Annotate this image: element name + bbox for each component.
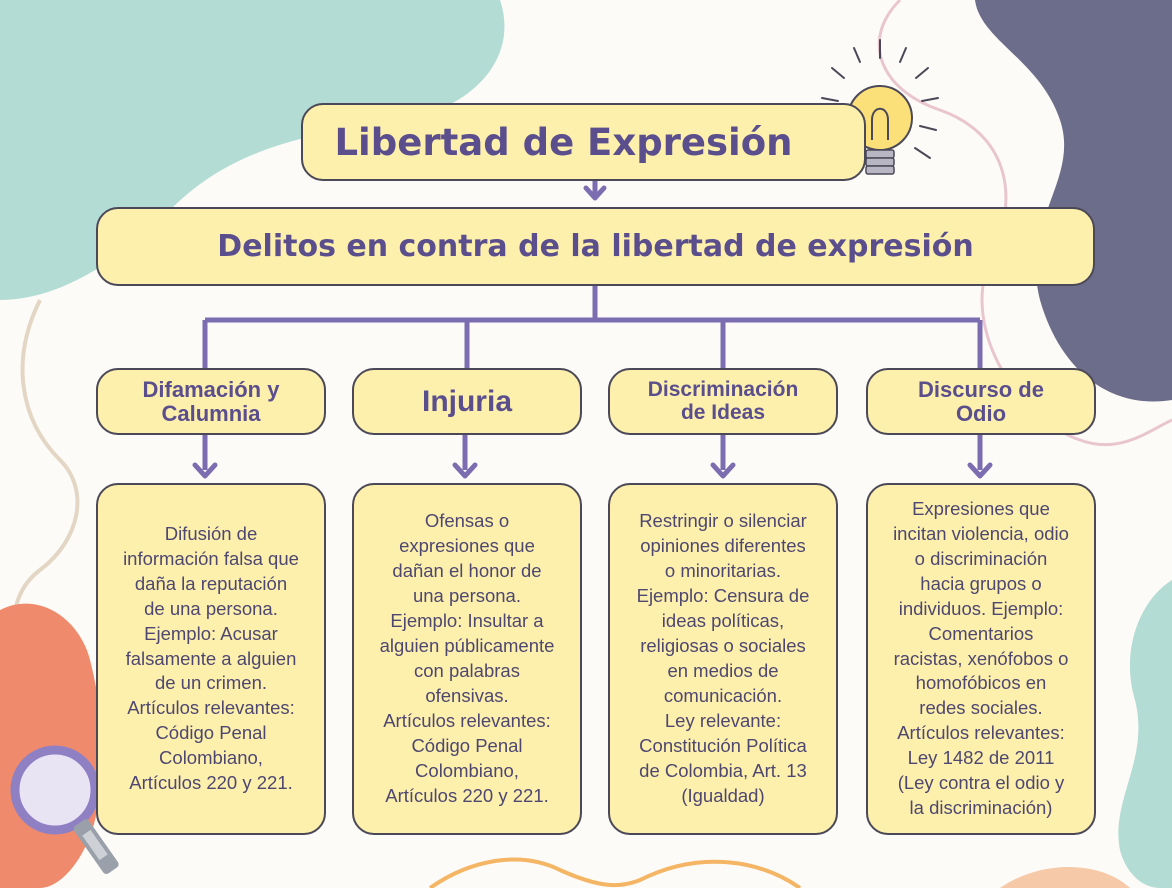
arrow-head-desc-4 [967,462,993,479]
description-text: Expresiones que incitan violencia, odio … [893,497,1069,819]
category-box-difamacion: Difamación y Calumnia [96,368,326,435]
diagram-title: Libertad de Expresión [334,120,793,164]
peach-blob-bottom [1000,867,1130,888]
magnifying-glass-icon [10,745,119,874]
category-label: Discriminación de Ideas [647,378,799,424]
category-box-discurso-odio: Discurso de Odio [866,368,1096,435]
category-label: Injuria [421,384,512,418]
arrow-head-desc-1 [192,462,218,479]
description-box-discriminacion: Restringir o silenciar opiniones diferen… [608,483,838,835]
diagram-subtitle: Delitos en contra de la libertad de expr… [217,229,974,264]
description-box-discurso-odio: Expresiones que incitan violencia, odio … [866,483,1096,835]
subtitle-box: Delitos en contra de la libertad de expr… [96,207,1095,286]
teal-blob-bottom-right [1118,580,1172,888]
beige-line-left [11,299,80,641]
description-text: Ofensas o expresiones que dañan el honor… [379,510,555,806]
category-box-injuria: Injuria [352,368,582,435]
description-text: Difusión de información falsa que daña l… [123,522,299,794]
title-box: Libertad de Expresión [301,103,866,181]
navy-blob-right [975,0,1172,402]
arrow-head-desc-3 [710,462,736,479]
arrow-head-title [583,185,607,201]
arrow-head-desc-2 [452,462,478,479]
description-box-injuria: Ofensas o expresiones que dañan el honor… [352,483,582,835]
category-label: Discurso de Odio [918,377,1044,426]
category-box-discriminacion: Discriminación de Ideas [608,368,838,435]
orange-wave-bottom [428,857,802,888]
category-label: Difamación y Calumnia [142,377,280,426]
description-text: Restringir o silenciar opiniones diferen… [636,510,810,806]
description-box-difamacion: Difusión de información falsa que daña l… [96,483,326,835]
